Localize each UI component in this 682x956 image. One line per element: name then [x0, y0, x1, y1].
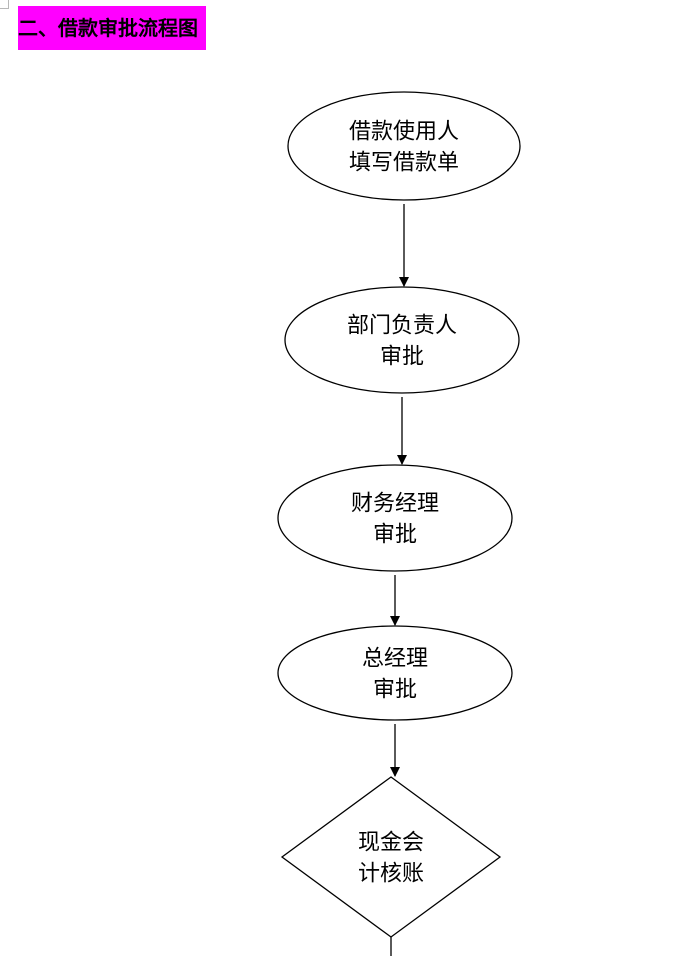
node-label-line: 计核账 [358, 862, 424, 887]
process-ellipse [287, 91, 521, 201]
node-label-line: 审批 [373, 678, 417, 703]
decision-diamond [280, 776, 502, 938]
node-label-line: 审批 [373, 523, 417, 548]
node-label-line: 借款使用人 [349, 120, 459, 145]
process-ellipse [277, 625, 513, 721]
process-ellipse [277, 464, 513, 572]
node-label-line: 审批 [380, 345, 424, 370]
process-ellipse [284, 286, 520, 394]
section-heading: 二、借款审批流程图 [18, 6, 206, 50]
node-label-line: 财务经理 [351, 492, 439, 517]
node-label-line: 现金会 [358, 831, 424, 856]
node-label-line: 填写借款单 [349, 151, 459, 176]
node-label-line: 总经理 [362, 647, 428, 672]
page-corner-mark [0, 0, 9, 9]
node-label-line: 部门负责人 [347, 314, 457, 339]
